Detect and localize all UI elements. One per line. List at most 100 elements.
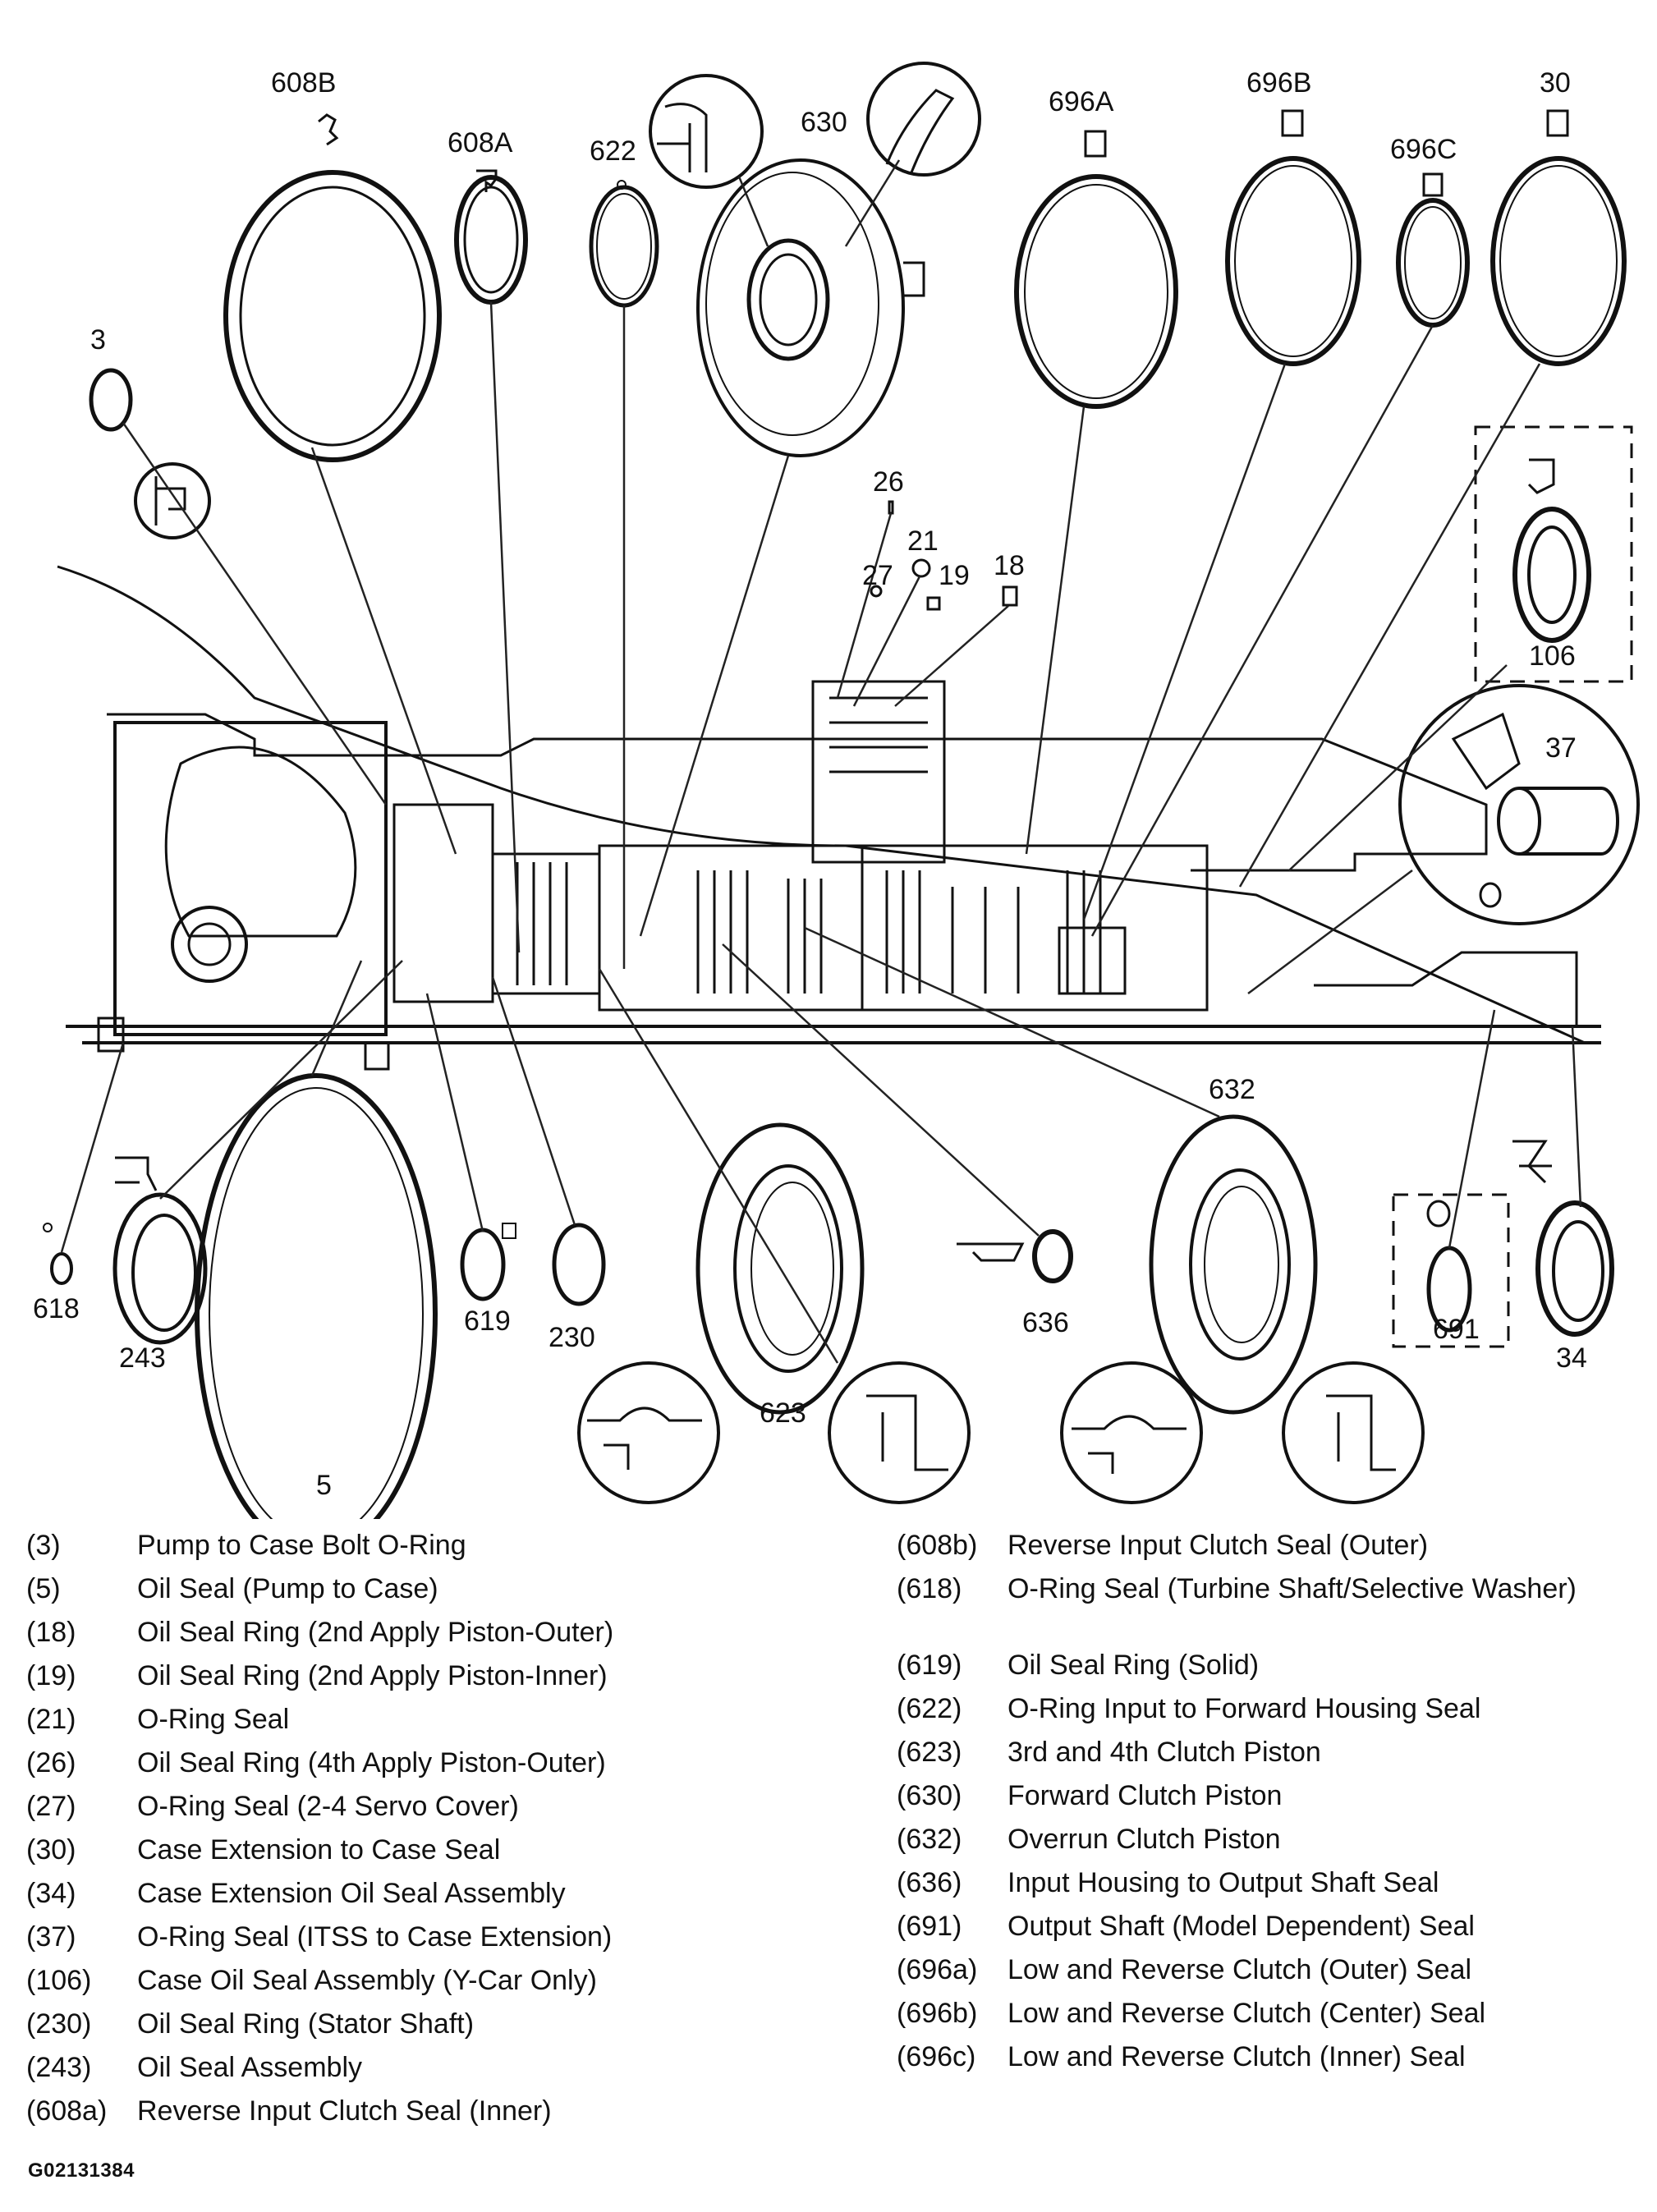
seal-608b (223, 113, 442, 462)
legend-item: (26) Oil Seal Ring (4th Apply Piston-Oute… (26, 1746, 815, 1790)
legend-item: (630)Forward Clutch Piston (897, 1779, 1636, 1823)
legend-desc: Oil Seal Ring (Stator Shaft) (137, 2008, 475, 2040)
legend-item: (618)O-Ring Seal (Turbine Shaft/Selectiv… (897, 1572, 1636, 1649)
callout-623: 623 (760, 1397, 806, 1429)
legend-num: (608a) (26, 2095, 108, 2127)
callout-618: 618 (33, 1293, 80, 1324)
legend-num: (623) (897, 1737, 962, 1768)
seal-619 (460, 1223, 516, 1301)
legend-num: (622) (897, 1693, 962, 1724)
legend-item: (21)O-Ring Seal (26, 1703, 815, 1746)
legend-num: (619) (897, 1650, 962, 1681)
legend-desc: Oil Seal Ring (Solid) (1008, 1650, 1260, 1681)
legend-desc: Reverse Input Clutch Seal (Inner) (137, 2095, 552, 2127)
seal-608a (454, 169, 528, 305)
legend-num: (696c) (897, 2041, 976, 2072)
legend-desc: O-Ring Seal (ITSS to Case Extension) (137, 1921, 613, 1953)
legend-desc: Overrun Clutch Piston (1008, 1824, 1281, 1855)
legend-num: (636) (897, 1867, 962, 1898)
callout-608b: 608B (271, 67, 336, 99)
legend-desc: O-Ring Seal (2-4 Servo Cover) (137, 1791, 519, 1822)
callout-619: 619 (464, 1306, 511, 1337)
legend-num: (3) (26, 1530, 61, 1561)
legend-item: (19) Oil Seal Ring (2nd Apply Piston-Inne… (26, 1659, 815, 1703)
legend-num: (243) (26, 2052, 92, 2083)
legend-desc: Case Extension to Case Seal (137, 1834, 501, 1866)
legend-num: (696a) (897, 1954, 978, 1985)
legend-desc: Case Extension Oil Seal Assembly (137, 1878, 566, 1909)
legend-num: (19) (26, 1660, 76, 1691)
callout-27: 27 (862, 560, 893, 591)
callout-labels: 608B 608A 622 630 696A 696B 696C 30 3 26… (33, 67, 1587, 1501)
legend-num: (27) (26, 1791, 76, 1822)
legend-desc: Output Shaft (Model Dependent) Seal (1008, 1911, 1475, 1942)
figure-code: G02131384 (28, 2159, 135, 2182)
seal-3 (89, 368, 211, 539)
seal-696b (1225, 109, 1361, 366)
legend-desc: Pump to Case Bolt O-Ring (137, 1530, 466, 1561)
legend-num: (30) (26, 1834, 76, 1866)
legend-item: (691) Output Shaft (Model Dependent) Seal (897, 1910, 1636, 1953)
legend-item: (622) O-Ring Input to Forward Housing Sea… (897, 1692, 1636, 1736)
seal-5 (195, 1041, 438, 1519)
legend-num: (5) (26, 1573, 61, 1604)
legend-desc: Input Housing to Output Shaft Seal (1008, 1867, 1439, 1898)
callout-230: 230 (549, 1322, 595, 1353)
legend-item: (30) Case Extension to Case Seal (26, 1833, 815, 1877)
legend-item: (27) O-Ring Seal (2-4 Servo Cover) (26, 1790, 815, 1833)
legend-item: (37)O-Ring Seal (ITSS to Case Extension) (26, 1921, 815, 1964)
legend-desc: Oil Seal (Pump to Case) (137, 1573, 438, 1604)
legend-desc: O-Ring Input to Forward Housing Seal (1008, 1693, 1481, 1724)
legend-num: (106) (26, 1965, 92, 1996)
legend-item: (5) Oil Seal (Pump to Case) (26, 1572, 815, 1616)
leader-lines (60, 301, 1582, 1364)
callout-696c: 696C (1390, 134, 1457, 165)
legend-num: (230) (26, 2008, 92, 2040)
callout-5: 5 (316, 1470, 332, 1501)
legend-num: (26) (26, 1747, 76, 1778)
seal-618 (43, 1223, 73, 1285)
legend-item: (243) Oil Seal Assembly (26, 2051, 815, 2095)
legend-desc: Forward Clutch Piston (1008, 1780, 1283, 1811)
callout-18: 18 (994, 550, 1025, 581)
legend-num: (691) (897, 1911, 962, 1942)
callout-622: 622 (590, 135, 636, 167)
legend-num: (632) (897, 1824, 962, 1855)
callout-696b: 696B (1246, 67, 1311, 99)
legend-item: (696a) Low and Reverse Clutch (Outer) Sea… (897, 1953, 1636, 1997)
legend-item: (636) Input Housing to Output Shaft Seal (897, 1866, 1636, 1910)
legend-right-column: (608b)Reverse Input Clutch Seal (Outer) … (897, 1529, 1636, 2084)
legend-item: (608b)Reverse Input Clutch Seal (Outer) (897, 1529, 1636, 1572)
transmission-case (57, 565, 1601, 1053)
callout-243: 243 (119, 1342, 166, 1374)
legend-num: (21) (26, 1704, 76, 1735)
seal-diagram: 608B 608A 622 630 696A 696B 696C 30 3 26… (33, 62, 1640, 1519)
legend: (3) Pump to Case Bolt O-Ring (5) Oil Seal … (0, 1519, 1657, 2212)
seal-230 (552, 1223, 606, 1306)
legend-item: (632) Overrun Clutch Piston (897, 1823, 1636, 1866)
legend-desc: Oil Seal Assembly (137, 2052, 362, 2083)
legend-item: (18)Oil Seal Ring (2nd Apply Piston-Oute… (26, 1616, 815, 1659)
seal-622 (589, 180, 659, 308)
legend-num: (608b) (897, 1530, 978, 1561)
legend-num: (696b) (897, 1998, 978, 2029)
legend-item: (619) Oil Seal Ring (Solid) (897, 1649, 1636, 1692)
legend-item: (3) Pump to Case Bolt O-Ring (26, 1529, 815, 1572)
legend-num: (18) (26, 1617, 76, 1648)
seal-696c (1396, 172, 1470, 328)
legend-item: (230) Oil Seal Ring (Stator Shaft) (26, 2008, 815, 2051)
callout-632: 632 (1209, 1074, 1255, 1105)
piston-632 (1060, 1114, 1425, 1504)
legend-desc: Case Oil Seal Assembly (Y-Car Only) (137, 1965, 597, 1996)
legend-item: (34)Case Extension Oil Seal Assembly (26, 1877, 815, 1921)
callout-3: 3 (90, 324, 106, 356)
callout-696a: 696A (1049, 86, 1114, 117)
callout-608a: 608A (448, 127, 513, 158)
legend-desc: Oil Seal Ring (4th Apply Piston-Outer) (137, 1747, 606, 1778)
seal-106-box (1474, 425, 1633, 683)
callout-30: 30 (1540, 67, 1571, 99)
callout-106: 106 (1529, 640, 1576, 672)
legend-desc: Oil Seal Ring (2nd Apply Piston-Inner) (137, 1660, 608, 1691)
piston-630 (649, 62, 981, 457)
legend-desc: Low and Reverse Clutch (Outer) Seal (1008, 1954, 1472, 1985)
